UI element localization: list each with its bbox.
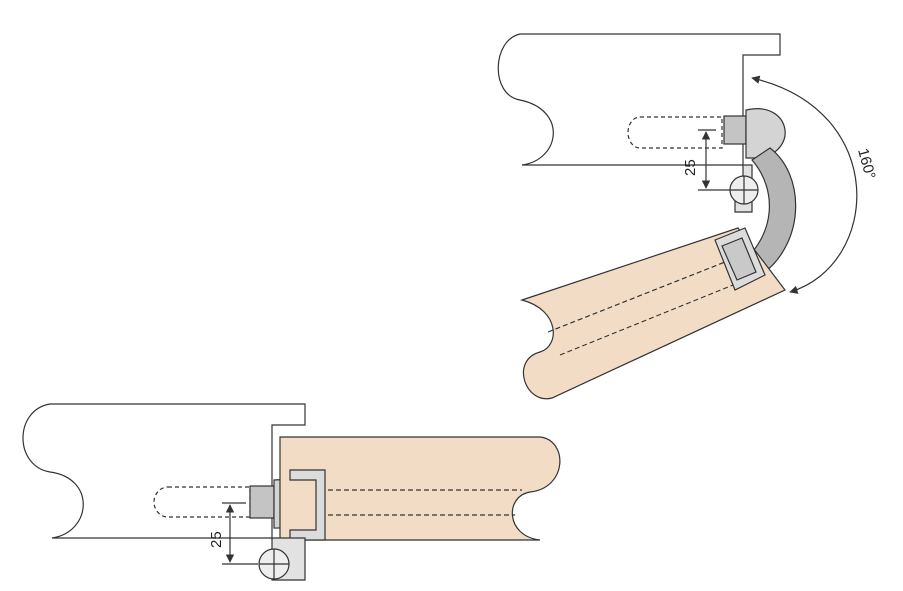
bottom-cabinet-panel (22, 403, 306, 539)
top-dimension-label: 25 (682, 159, 699, 176)
opening-angle-label: 160° (854, 147, 878, 181)
bottom-dimension-label: 25 (208, 531, 225, 548)
opening-angle-arc (751, 75, 858, 294)
top-door-panel (519, 227, 786, 400)
bottom-door-cup (289, 469, 326, 541)
top-hinge-cup (723, 115, 747, 145)
bottom-dowel-hole (153, 486, 251, 518)
top-dowel-hole (627, 116, 723, 149)
top-cabinet-panel (497, 33, 781, 166)
bottom-hinge-cup (249, 485, 275, 519)
bottom-door-panel (279, 436, 561, 541)
bottom-view (22, 403, 561, 581)
top-view (497, 33, 858, 400)
